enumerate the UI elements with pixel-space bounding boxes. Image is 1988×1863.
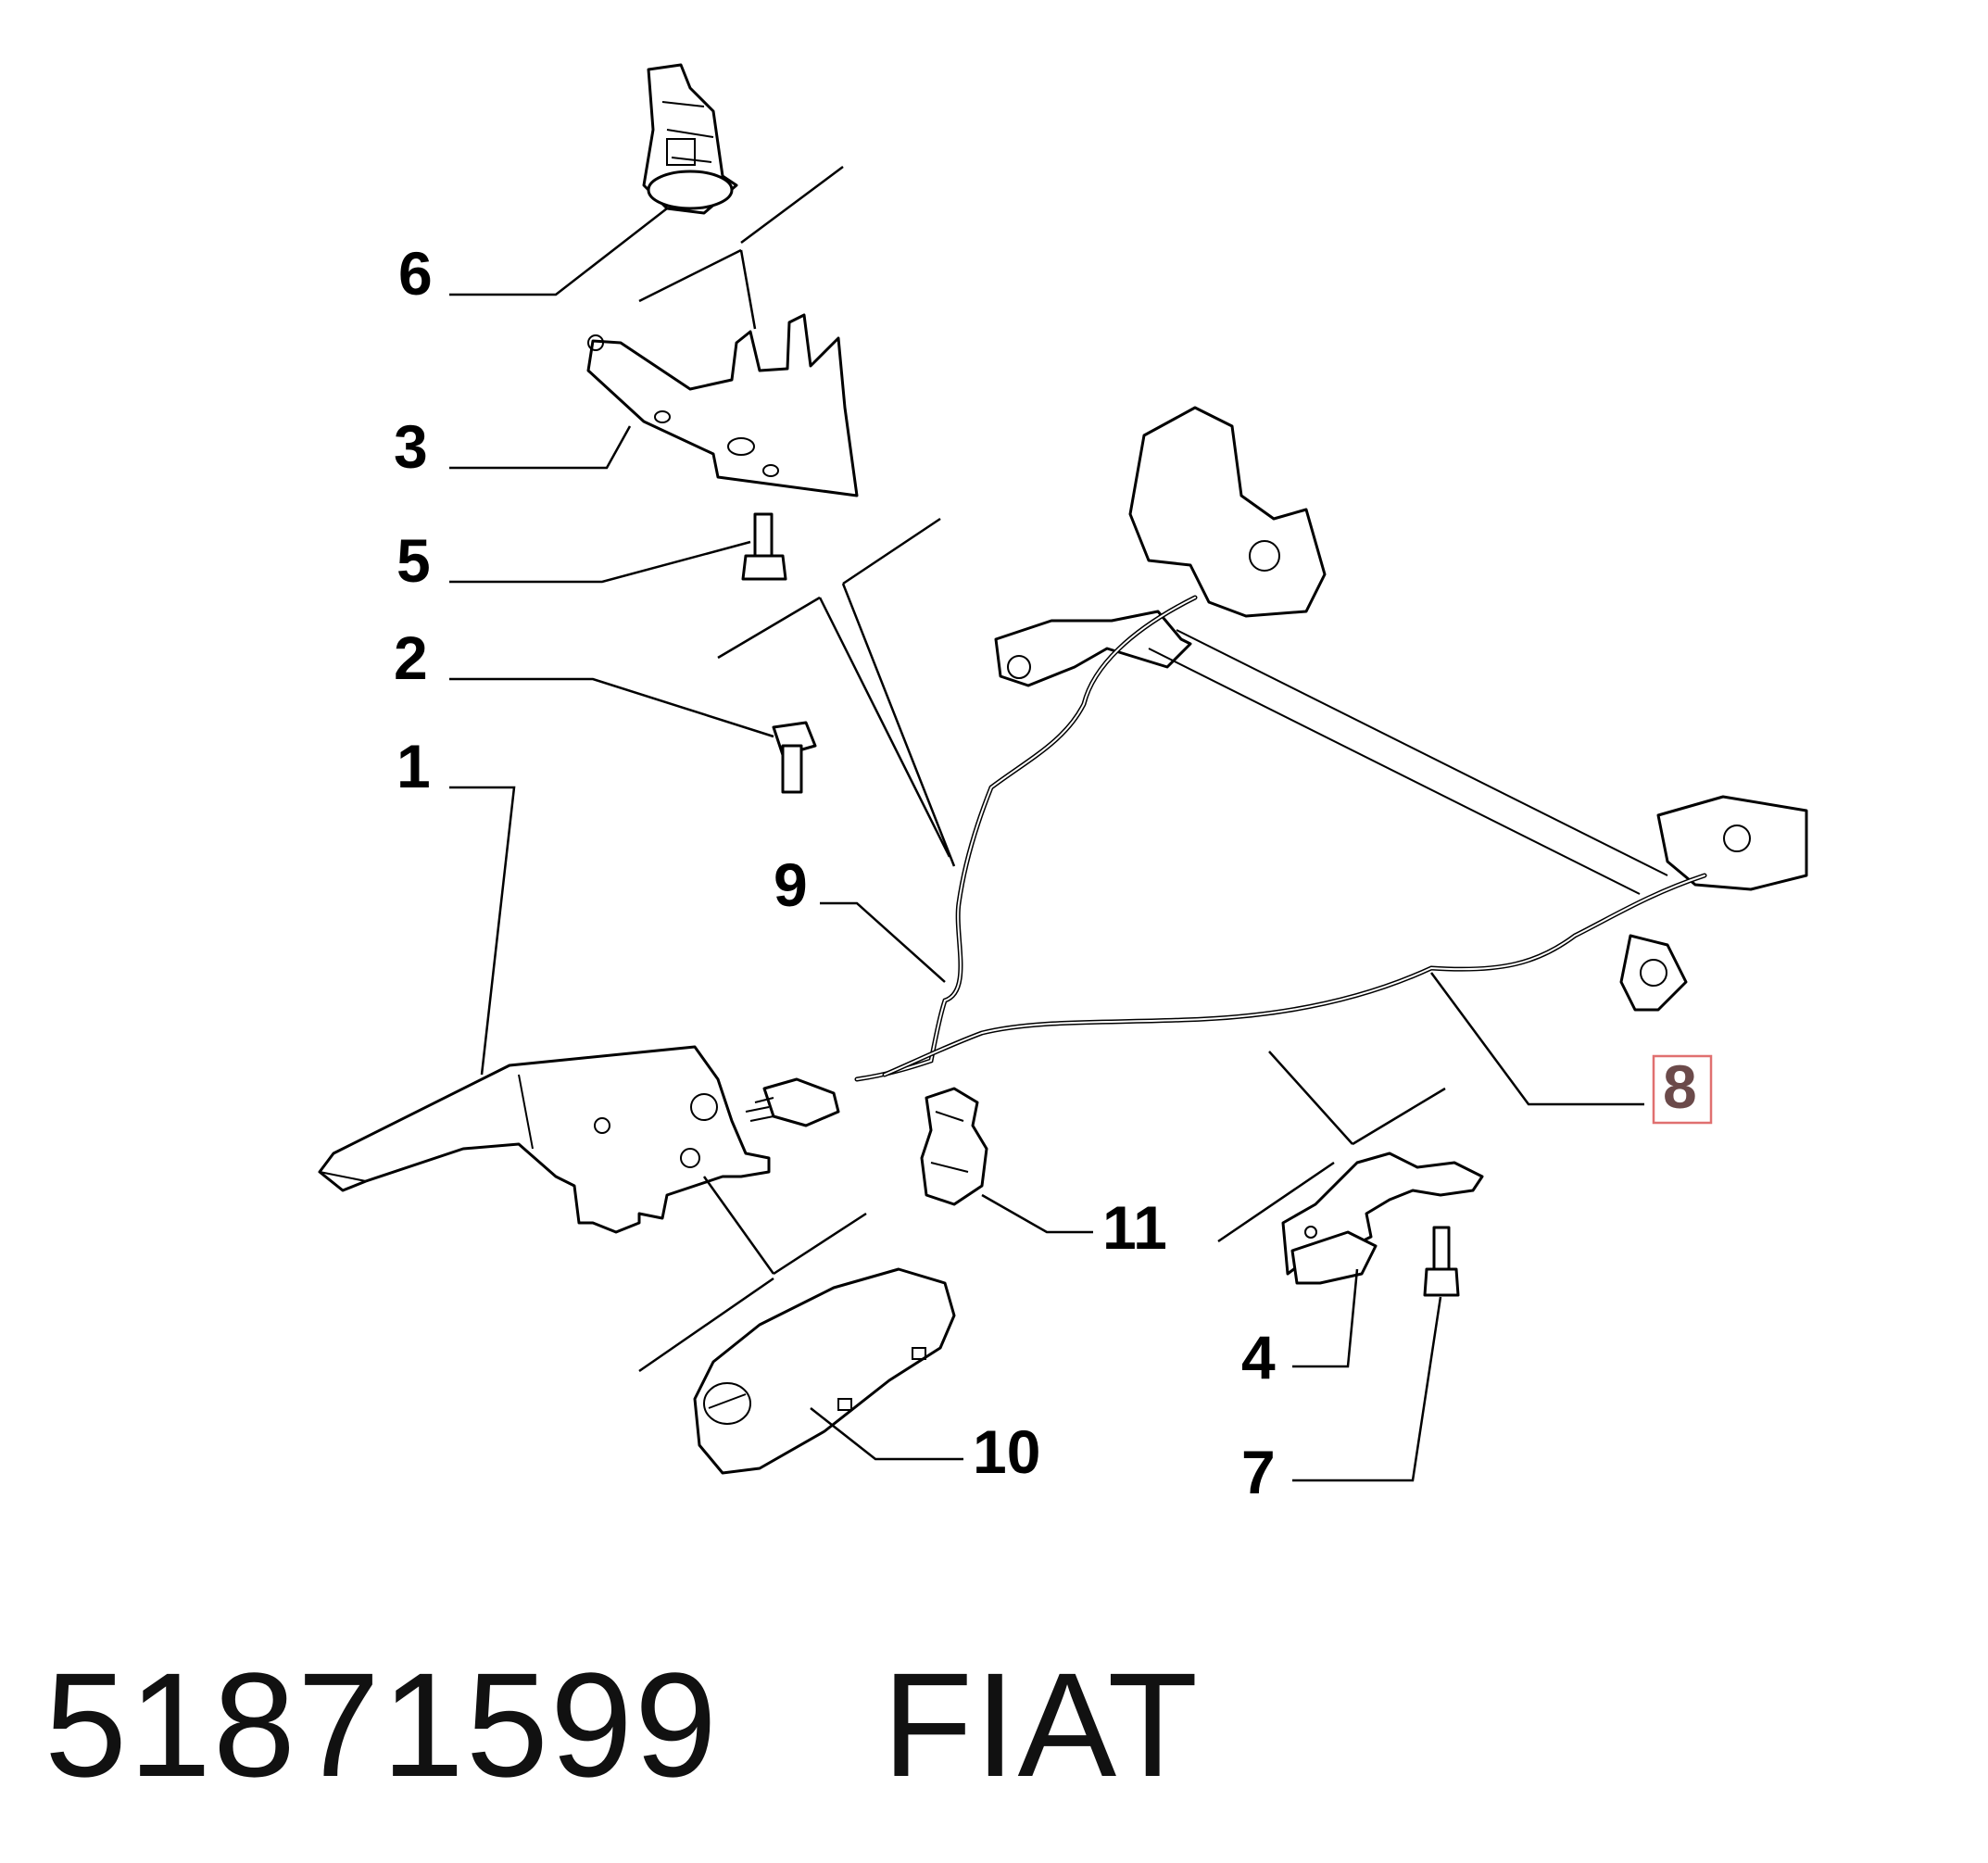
- leader-10: [810, 1407, 963, 1461]
- part-10-lever-cover: [693, 1267, 956, 1475]
- callout-8-highlight-box: [1652, 1054, 1713, 1125]
- callout-5: 5: [396, 526, 431, 595]
- leader-6: [449, 208, 668, 296]
- callout-6: 6: [398, 239, 433, 308]
- leader-4: [1292, 1268, 1359, 1368]
- leader-8: [1429, 972, 1644, 1106]
- callout-1: 1: [396, 732, 431, 800]
- part-8-rear-cable: [882, 873, 1707, 1077]
- callout-2: 2: [394, 623, 428, 692]
- part-11-clip: [920, 1087, 988, 1206]
- part-7-bolt: [1423, 1226, 1460, 1297]
- leader-9: [820, 901, 946, 983]
- part-1-handbrake-lever: [318, 1045, 840, 1234]
- assembly-lines-mid: [717, 517, 956, 867]
- assembly-lines-top: [638, 165, 844, 330]
- part-2-bolt: [772, 721, 817, 794]
- assembly-lines-bottom-left: [638, 1176, 867, 1373]
- part-number: 51871599: [44, 1642, 719, 1807]
- leader-11: [981, 1193, 1093, 1234]
- leader-5: [449, 540, 751, 584]
- part-5-bolt: [741, 512, 787, 581]
- leader-3: [449, 425, 632, 470]
- callout-10: 10: [973, 1417, 1040, 1486]
- part-3-bracket: [586, 313, 859, 497]
- part-6-clip: [642, 63, 738, 215]
- footer-part-info: 51871599 FIAT: [44, 1640, 1200, 1810]
- rear-axle: [994, 406, 1808, 1012]
- callout-4: 4: [1241, 1323, 1276, 1391]
- part-4-bracket: [1281, 1152, 1484, 1285]
- assembly-lines-bottom-right: [1217, 1051, 1446, 1243]
- callout-11: 11: [1102, 1193, 1167, 1262]
- callout-8: 8: [1663, 1052, 1697, 1121]
- leader-1: [449, 786, 516, 1076]
- brand-name: FIAT: [882, 1642, 1201, 1807]
- callout-7: 7: [1241, 1438, 1276, 1506]
- part-9-front-cable: [854, 595, 1198, 1082]
- leader-7: [1292, 1296, 1442, 1482]
- callout-3: 3: [394, 412, 428, 481]
- callout-9: 9: [774, 850, 808, 919]
- leader-2: [449, 677, 774, 738]
